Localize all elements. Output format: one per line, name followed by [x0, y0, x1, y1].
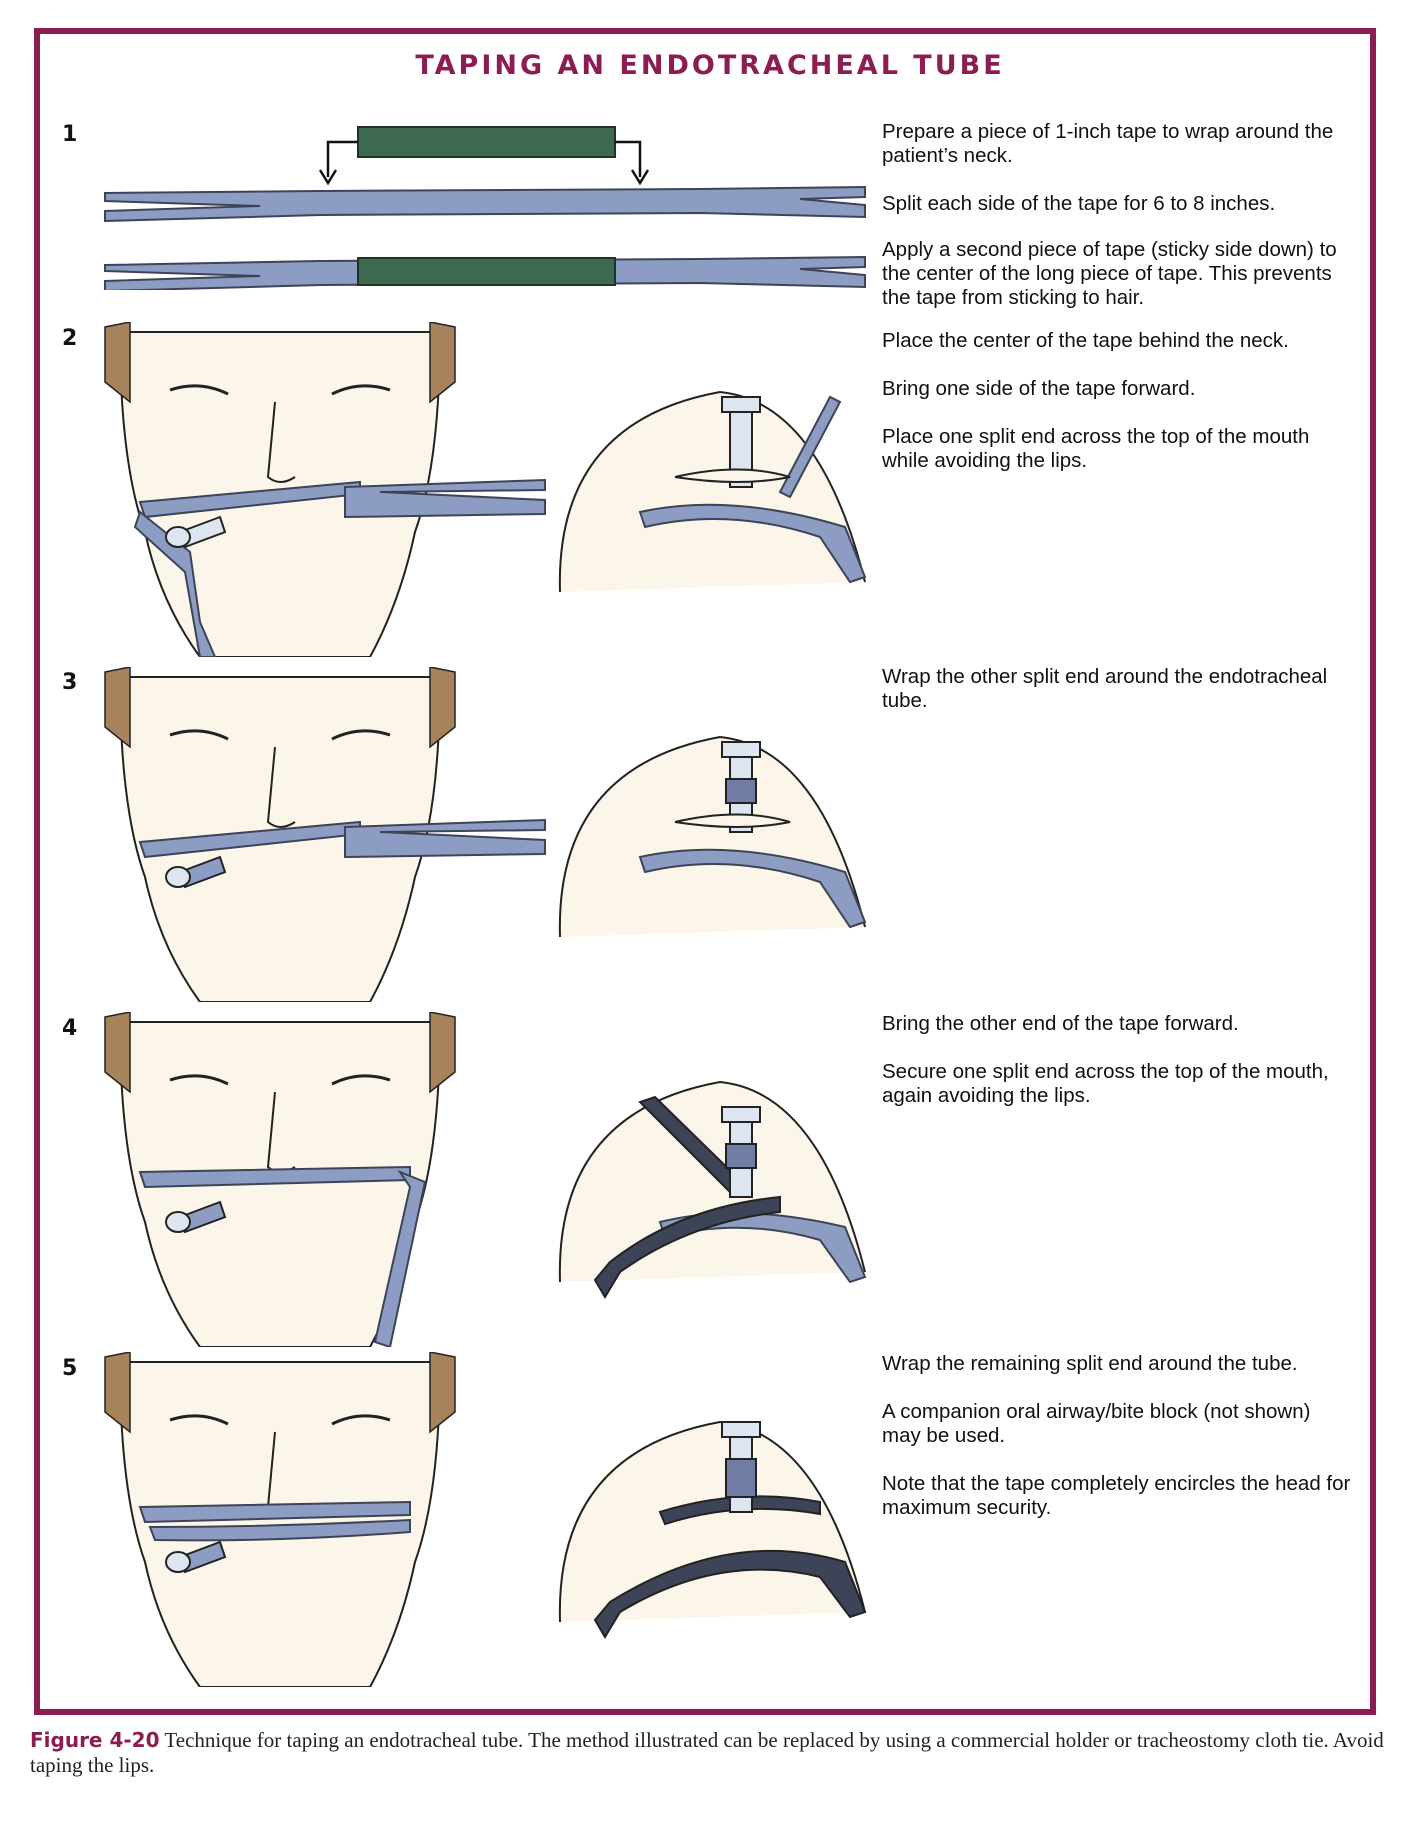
step-3-number: 3	[62, 670, 77, 695]
step-1-line-1: Prepare a piece of 1-inch tape to wrap a…	[882, 120, 1352, 168]
step-2-number: 2	[62, 326, 77, 351]
step-3-illustration	[100, 667, 870, 1002]
step-5-line-2: A companion oral airway/bite block (not …	[882, 1400, 1352, 1448]
step-4-number: 4	[62, 1016, 77, 1041]
caption-text: Technique for taping an endotracheal tub…	[30, 1728, 1384, 1777]
step-2-text: Place the center of the tape behind the …	[882, 329, 1352, 497]
step-3-text: Wrap the other split end around the endo…	[882, 665, 1352, 737]
step-5-text: Wrap the remaining split end around the …	[882, 1352, 1352, 1544]
step-2-line-3: Place one split end across the top of th…	[882, 425, 1352, 473]
step-5-number: 5	[62, 1356, 77, 1381]
figure-label: Figure 4-20	[30, 1728, 160, 1752]
step-4-line-2: Secure one split end across the top of t…	[882, 1060, 1352, 1108]
step-1-text: Prepare a piece of 1-inch tape to wrap a…	[882, 120, 1352, 334]
step-1-line-2: Split each side of the tape for 6 to 8 i…	[882, 192, 1352, 216]
step-4-text: Bring the other end of the tape forward.…	[882, 1012, 1352, 1132]
step-1-number: 1	[62, 122, 77, 147]
step-2-illustration	[100, 322, 870, 657]
step-5-illustration	[100, 1352, 870, 1687]
tape-preparation-illustration	[100, 115, 870, 290]
step-1-line-3: Apply a second piece of tape (sticky sid…	[882, 238, 1352, 310]
step-2-line-1: Place the center of the tape behind the …	[882, 329, 1352, 353]
step-4-line-1: Bring the other end of the tape forward.	[882, 1012, 1352, 1036]
step-5-line-3: Note that the tape completely encircles …	[882, 1472, 1352, 1520]
figure-caption: Figure 4-20 Technique for taping an endo…	[30, 1728, 1392, 1778]
step-2-line-2: Bring one side of the tape forward.	[882, 377, 1352, 401]
step-3-line-1: Wrap the other split end around the endo…	[882, 665, 1352, 713]
step-4-illustration	[100, 1012, 870, 1347]
step-5-line-1: Wrap the remaining split end around the …	[882, 1352, 1352, 1376]
figure-title: TAPING AN ENDOTRACHEAL TUBE	[0, 50, 1420, 81]
